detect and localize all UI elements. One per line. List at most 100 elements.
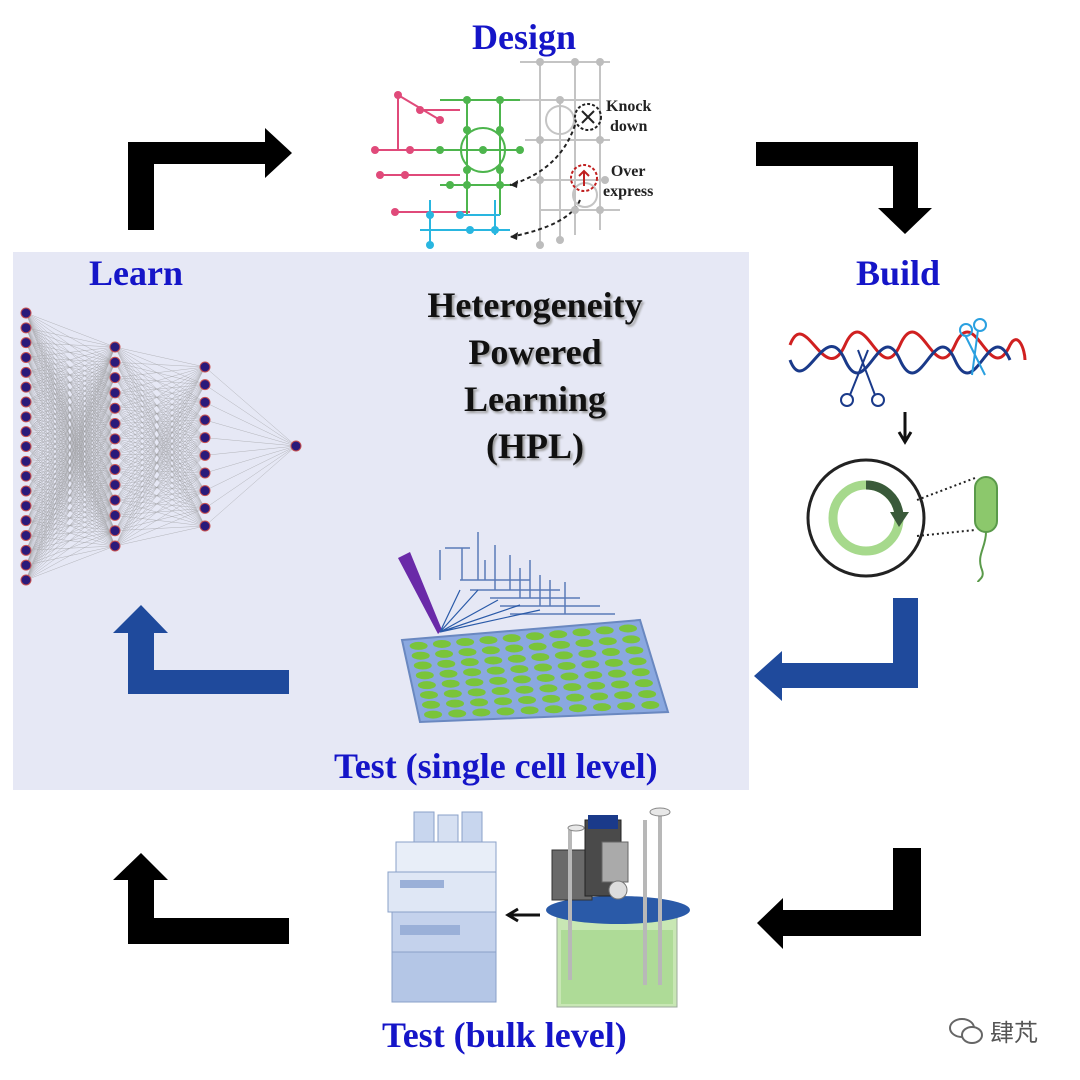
nn-edge xyxy=(114,408,206,527)
plate-well xyxy=(518,696,537,705)
nn-edge xyxy=(114,472,206,485)
plate-well xyxy=(625,646,644,655)
nn-edge xyxy=(25,377,116,403)
nn-edge xyxy=(114,402,206,440)
nn-edge xyxy=(114,402,206,409)
plate-well xyxy=(415,671,434,680)
nn-edge xyxy=(114,366,206,455)
nn-node xyxy=(199,361,211,373)
nn-edge xyxy=(25,346,116,432)
nn-node xyxy=(109,372,121,384)
nn-edge xyxy=(25,446,116,470)
nn-edge xyxy=(114,366,206,424)
plate-well xyxy=(502,634,521,643)
nn-edge xyxy=(25,476,116,516)
nn-edge xyxy=(25,453,116,477)
nn-node xyxy=(20,485,32,497)
plasmid-cell-icon xyxy=(806,458,998,583)
nn-node xyxy=(20,500,32,512)
nn-edge xyxy=(114,453,206,474)
nn-edge xyxy=(114,346,206,527)
plate-well xyxy=(634,679,653,688)
learn-label: Learn xyxy=(89,253,183,293)
plate-well xyxy=(496,707,515,716)
nn-edge xyxy=(114,454,206,527)
knockdown-label: Knock down xyxy=(606,97,651,137)
nn-edge xyxy=(25,416,116,424)
nn-edge xyxy=(114,346,206,474)
nn-node xyxy=(20,470,32,482)
nn-edge xyxy=(114,366,206,516)
nn-edge xyxy=(25,346,116,403)
nn-edge xyxy=(25,446,116,547)
nn-node xyxy=(20,366,32,378)
build-label: Build xyxy=(856,253,941,293)
plate-well xyxy=(448,709,467,718)
hpl-title: Heterogeneity Powered Learning (HPL) xyxy=(380,282,690,470)
nn-edge xyxy=(204,366,297,447)
nn-edge xyxy=(25,377,116,417)
nn-edge xyxy=(114,384,206,455)
nn-edge xyxy=(114,423,206,491)
plate-well xyxy=(614,691,633,700)
plate-well xyxy=(618,624,637,633)
plate-well xyxy=(581,660,600,669)
overexpress-line-1: Over xyxy=(610,163,646,180)
nn-edge xyxy=(25,446,116,455)
nn-node xyxy=(199,379,211,391)
nn-edge xyxy=(114,366,206,501)
plate-well xyxy=(531,653,550,662)
watermark-text: 肆芃 xyxy=(990,1019,1038,1047)
plate-well xyxy=(417,681,436,690)
plate-well xyxy=(470,698,489,707)
nn-edge xyxy=(25,327,116,378)
nn-edge xyxy=(25,408,116,581)
nn-edge xyxy=(25,520,116,547)
plate-well xyxy=(446,699,465,708)
nn-edge xyxy=(114,384,206,424)
nn-edge xyxy=(25,357,116,424)
nn-edge xyxy=(25,490,116,531)
plate-well xyxy=(491,687,510,696)
plate-well xyxy=(463,668,482,677)
nn-edge xyxy=(25,408,116,418)
nn-edge xyxy=(114,366,206,409)
test-single-label: Test (single cell level) xyxy=(334,746,658,786)
nn-edge xyxy=(114,392,206,491)
nn-edge xyxy=(25,401,116,424)
nn-edge xyxy=(114,346,206,385)
nn-edge xyxy=(114,366,206,531)
plate-well xyxy=(456,638,475,647)
nn-edge xyxy=(25,377,116,388)
plate-well xyxy=(512,675,531,684)
nn-edge xyxy=(114,366,206,439)
hpl-title-line-3: Learning xyxy=(463,379,606,419)
nn-edge xyxy=(25,490,116,547)
plate-well xyxy=(572,628,591,637)
nn-edge xyxy=(114,508,206,531)
nn-edge xyxy=(25,431,116,455)
plate-well xyxy=(413,661,432,670)
nn-node xyxy=(199,467,211,479)
nn-node xyxy=(20,307,32,319)
nn-edge xyxy=(25,387,116,424)
nn-node xyxy=(20,559,32,571)
nn-edge xyxy=(25,312,116,363)
overexpress-label: Over express xyxy=(603,162,653,202)
nn-edge xyxy=(25,372,116,424)
nn-edge xyxy=(114,419,206,485)
nn-edge xyxy=(114,453,206,491)
plate-well xyxy=(554,651,573,660)
plate-well xyxy=(460,658,479,667)
nn-edge xyxy=(25,530,116,551)
nn-edge xyxy=(25,461,116,470)
nn-edge xyxy=(25,346,116,477)
overexpress-line-2: express xyxy=(603,183,654,200)
nn-node xyxy=(199,396,211,408)
nn-edge xyxy=(114,392,206,527)
nn-edge xyxy=(114,362,206,527)
nn-edge xyxy=(114,362,206,456)
nn-edge xyxy=(25,446,116,501)
plate-well xyxy=(479,636,498,645)
